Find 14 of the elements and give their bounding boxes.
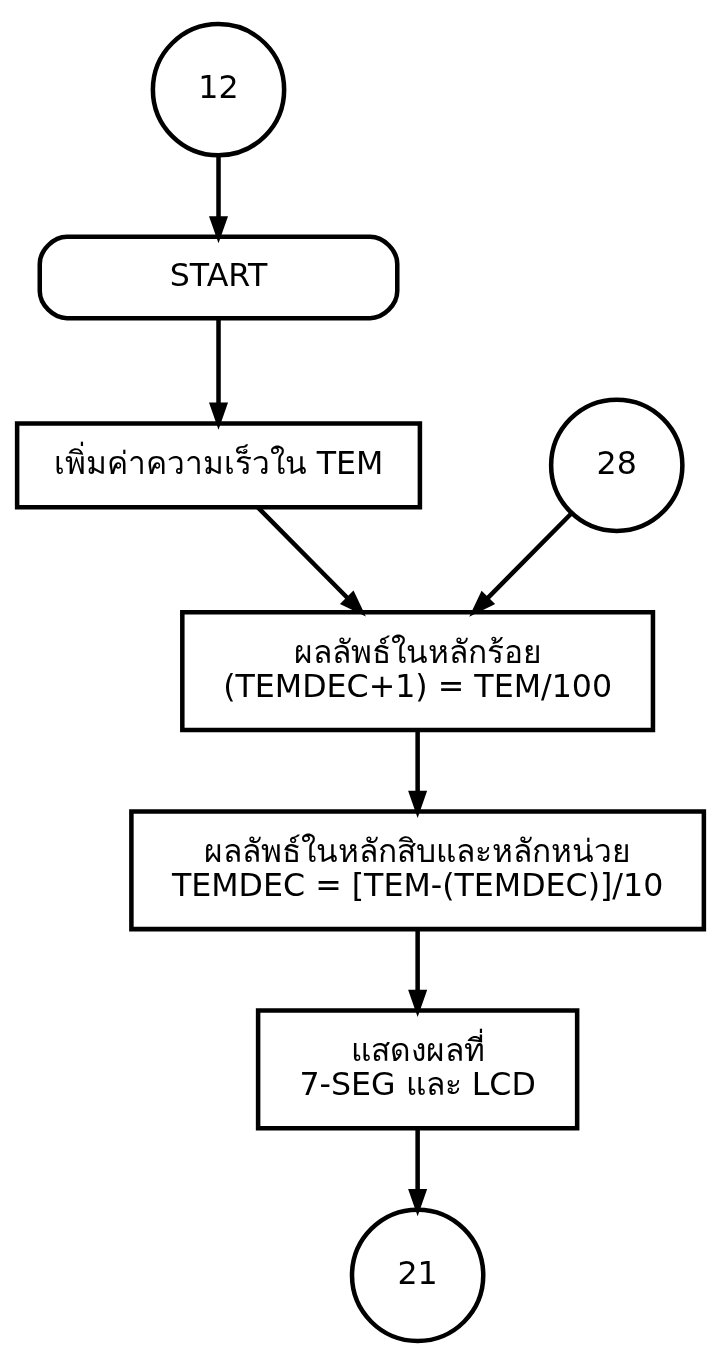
node-circle: 21 (349, 1206, 486, 1343)
node-circle: 12 (150, 21, 287, 158)
node-box: แสดงผลที่ 7-SEG และ LCD (255, 1007, 580, 1130)
node-box: เพิ่มค่าความเร็วใน TEM (14, 420, 423, 509)
node-circle: 28 (548, 396, 685, 533)
arrow (469, 511, 574, 617)
arrow (408, 730, 428, 818)
arrow (209, 155, 229, 243)
node-box: START (37, 234, 400, 320)
arrow (209, 318, 229, 430)
arrow (408, 1128, 428, 1216)
arrow (408, 929, 428, 1017)
node-box: ผลลัพธ์ในหลักสิบและหลักหน่วย TEMDEC = [TEM-(TEMDEC)]/10 (129, 808, 707, 931)
node-box: ผลลัพธ์ในหลักร้อย (TEMDEC+1) = TEM/100 (180, 609, 656, 732)
